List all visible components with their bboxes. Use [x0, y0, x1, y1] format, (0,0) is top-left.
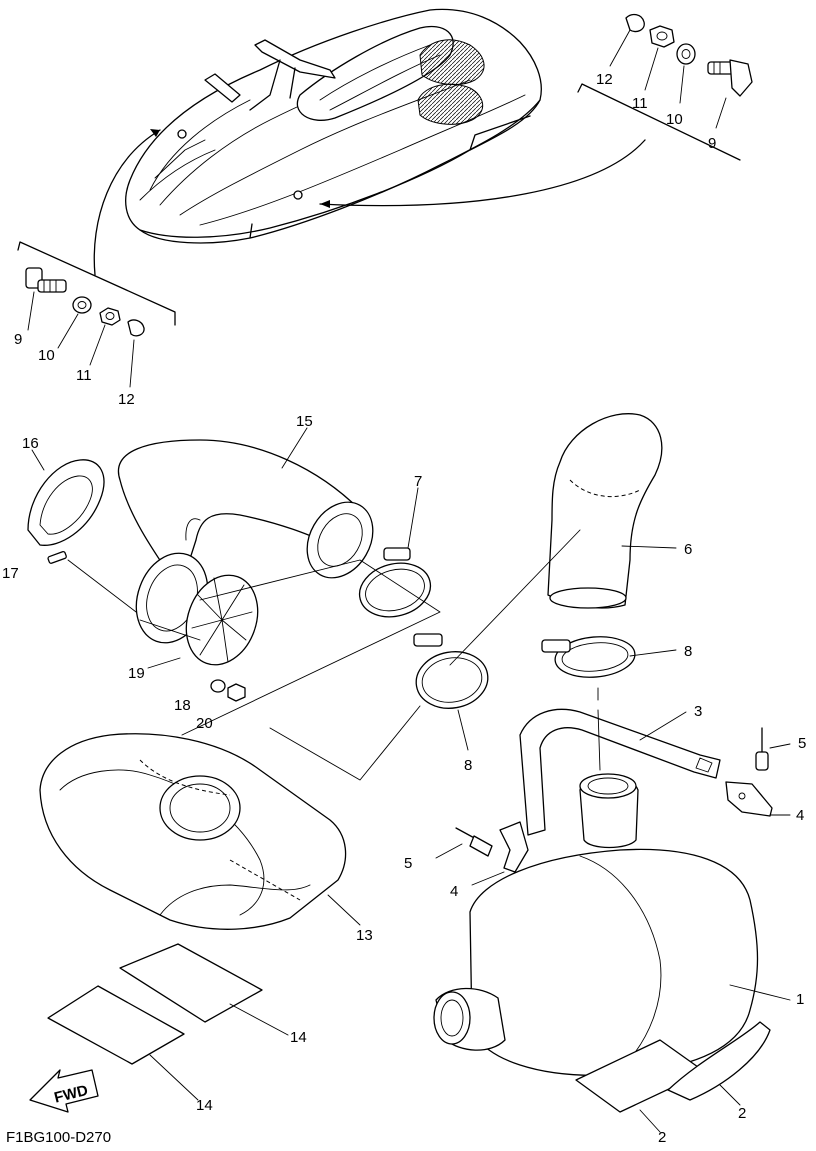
callout-10-left: 10	[38, 347, 55, 364]
washer-10-left	[72, 296, 92, 314]
hose-clamp-7	[358, 547, 432, 618]
stud-bolt-17	[47, 551, 67, 564]
water-lock-muffler-1	[433, 773, 759, 1076]
leader-arrows	[93, 129, 646, 276]
callout-4-left: 4	[450, 883, 458, 900]
pad-2-curved	[667, 1021, 771, 1101]
callout-1: 1	[796, 991, 804, 1008]
elbow-hose-6	[547, 413, 663, 609]
callout-12-left: 12	[118, 391, 135, 408]
callout-7: 7	[414, 473, 422, 490]
watercraft-illustration	[125, 8, 542, 244]
callout-8-left: 8	[464, 757, 472, 774]
callout-4-right: 4	[796, 807, 804, 824]
callout-14-upper: 14	[290, 1029, 307, 1046]
callout-9-left: 9	[14, 331, 22, 348]
callout-2-lower: 2	[658, 1129, 666, 1146]
callout-9-right: 9	[708, 135, 716, 152]
connection-lines	[139, 529, 601, 781]
washer-10-right	[676, 43, 696, 65]
drain-plug-group-left	[17, 241, 176, 388]
washer-18	[210, 679, 226, 693]
callout-19: 19	[128, 665, 145, 682]
flange-plate-16	[27, 459, 105, 546]
callout-13: 13	[356, 927, 373, 944]
hose-clamp-8-left	[413, 633, 489, 709]
callout-leaders	[31, 427, 791, 1133]
drain-plug-9-right	[707, 59, 753, 97]
diagram-code: F1BG100-D270	[6, 1129, 111, 1146]
nut-11-right	[649, 25, 675, 48]
callout-11-right: 11	[632, 95, 648, 112]
pad-14-lower	[47, 985, 185, 1065]
callout-15: 15	[296, 413, 313, 430]
callout-8-right: 8	[684, 643, 692, 660]
clip-12-left	[127, 319, 145, 337]
hose-clamp-8-right	[541, 636, 636, 678]
callout-11-left: 11	[76, 367, 92, 384]
hull-cover-13	[39, 733, 347, 930]
callout-17: 17	[2, 565, 19, 582]
nut-11-left	[99, 307, 121, 326]
clip-12-right	[625, 13, 645, 33]
rivet-5-left	[455, 827, 493, 857]
callout-18: 18	[174, 697, 191, 714]
bracket-4-right	[725, 781, 773, 817]
perforated-plate	[185, 574, 259, 666]
callout-14-lower: 14	[196, 1097, 213, 1114]
pad-14-upper	[119, 943, 263, 1023]
rivet-5-right	[755, 727, 769, 771]
callout-16: 16	[22, 435, 39, 452]
drain-plug-9-left	[25, 267, 67, 293]
callout-20: 20	[196, 715, 213, 732]
bracket-4-left	[499, 821, 529, 873]
nut-20	[227, 683, 246, 702]
callout-5-right: 5	[798, 735, 806, 752]
callout-5-left: 5	[404, 855, 412, 872]
callout-3: 3	[694, 703, 702, 720]
callout-labels: 12 11 10 9 9 10 11 12 15 16 7 6 17 8 19 …	[2, 71, 806, 1146]
fwd-arrow	[29, 1069, 99, 1113]
drain-plug-group-right	[577, 13, 753, 161]
callout-10-right: 10	[666, 111, 683, 128]
callout-12-right: 12	[596, 71, 613, 88]
callout-6: 6	[684, 541, 692, 558]
strap-3	[519, 708, 721, 836]
callout-2-right: 2	[738, 1105, 746, 1122]
